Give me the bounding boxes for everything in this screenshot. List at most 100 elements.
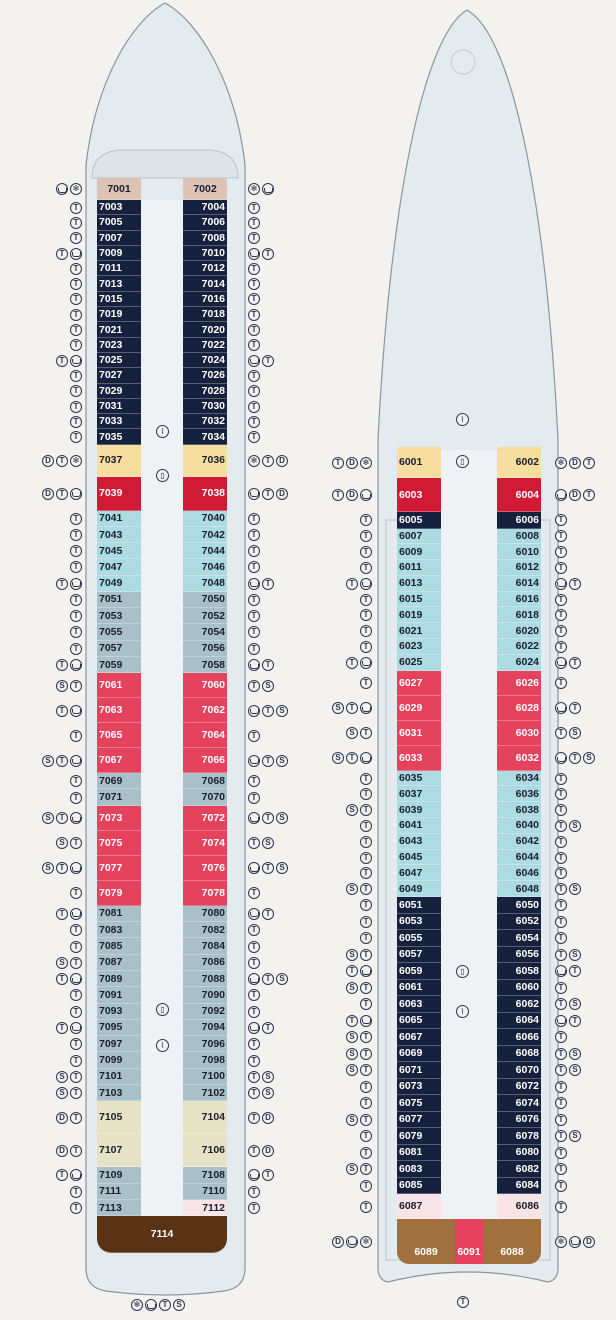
cabin-7032[interactable]: 7032: [183, 414, 227, 430]
cabin-6055[interactable]: 6055: [397, 930, 441, 947]
cabin-6032[interactable]: 6032: [497, 745, 541, 771]
cabin-6069[interactable]: 6069: [397, 1045, 441, 1063]
cabin-7025[interactable]: 7025: [97, 352, 141, 369]
cabin-6029[interactable]: 6029: [397, 695, 441, 721]
cabin-7092[interactable]: 7092: [183, 1003, 227, 1020]
cabin-7108[interactable]: 7108: [183, 1167, 227, 1184]
cabin-6068[interactable]: 6068: [497, 1045, 541, 1063]
cabin-6044[interactable]: 6044: [497, 849, 541, 866]
cabin-6031[interactable]: 6031: [397, 720, 441, 746]
cabin-6078[interactable]: 6078: [497, 1128, 541, 1145]
cabin-6007[interactable]: 6007: [397, 528, 441, 545]
cabin-7049[interactable]: 7049: [97, 575, 141, 592]
cabin-7041[interactable]: 7041: [97, 510, 141, 527]
cabin-7067[interactable]: 7067: [97, 748, 141, 774]
cabin-7001[interactable]: 7001: [97, 178, 141, 200]
cabin-7087[interactable]: 7087: [97, 954, 141, 971]
cabin-6038[interactable]: 6038: [497, 802, 541, 819]
cabin-7018[interactable]: 7018: [183, 307, 227, 323]
cabin-7003[interactable]: 7003: [97, 200, 141, 216]
cabin-7077[interactable]: 7077: [97, 855, 141, 881]
cabin-6067[interactable]: 6067: [397, 1029, 441, 1046]
cabin-7110[interactable]: 7110: [183, 1183, 227, 1200]
cabin-7073[interactable]: 7073: [97, 805, 141, 831]
cabin-7016[interactable]: 7016: [183, 291, 227, 308]
cabin-7053[interactable]: 7053: [97, 607, 141, 625]
cabin-7072[interactable]: 7072: [183, 805, 227, 831]
cabin-7094[interactable]: 7094: [183, 1019, 227, 1037]
cabin-7109[interactable]: 7109: [97, 1167, 141, 1184]
cabin-7047[interactable]: 7047: [97, 559, 141, 576]
cabin-7029[interactable]: 7029: [97, 383, 141, 399]
cabin-7039[interactable]: 7039: [97, 476, 141, 511]
cabin-6018[interactable]: 6018: [497, 607, 541, 624]
cabin-7107[interactable]: 7107: [97, 1134, 141, 1168]
cabin-6004[interactable]: 6004: [497, 478, 541, 512]
cabin-6040[interactable]: 6040: [497, 818, 541, 834]
cabin-6006[interactable]: 6006: [497, 512, 541, 529]
cabin-7069[interactable]: 7069: [97, 773, 141, 790]
cabin-6091[interactable]: 6091: [455, 1219, 483, 1265]
cabin-7066[interactable]: 7066: [183, 748, 227, 774]
cabin-7063[interactable]: 7063: [97, 698, 141, 724]
cabin-7055[interactable]: 7055: [97, 624, 141, 641]
cabin-7036[interactable]: 7036: [183, 444, 227, 477]
cabin-7056[interactable]: 7056: [183, 640, 227, 657]
cabin-7079[interactable]: 7079: [97, 880, 141, 906]
cabin-6042[interactable]: 6042: [497, 833, 541, 850]
cabin-7031[interactable]: 7031: [97, 398, 141, 415]
cabin-7013[interactable]: 7013: [97, 276, 141, 292]
cabin-7030[interactable]: 7030: [183, 398, 227, 415]
cabin-7068[interactable]: 7068: [183, 773, 227, 790]
cabin-6012[interactable]: 6012: [497, 560, 541, 576]
cabin-7064[interactable]: 7064: [183, 723, 227, 749]
cabin-6058[interactable]: 6058: [497, 963, 541, 980]
cabin-7078[interactable]: 7078: [183, 880, 227, 906]
cabin-7021[interactable]: 7021: [97, 322, 141, 338]
cabin-6081[interactable]: 6081: [397, 1144, 441, 1162]
cabin-7054[interactable]: 7054: [183, 624, 227, 641]
cabin-7042[interactable]: 7042: [183, 526, 227, 544]
cabin-6001[interactable]: 6001: [397, 447, 441, 478]
cabin-7026[interactable]: 7026: [183, 368, 227, 384]
cabin-6057[interactable]: 6057: [397, 946, 441, 964]
cabin-7028[interactable]: 7028: [183, 383, 227, 399]
cabin-6084[interactable]: 6084: [497, 1177, 541, 1195]
cabin-7024[interactable]: 7024: [183, 352, 227, 369]
cabin-7006[interactable]: 7006: [183, 215, 227, 231]
cabin-7014[interactable]: 7014: [183, 276, 227, 292]
cabin-6020[interactable]: 6020: [497, 623, 541, 640]
cabin-6028[interactable]: 6028: [497, 695, 541, 721]
cabin-7004[interactable]: 7004: [183, 200, 227, 216]
cabin-7009[interactable]: 7009: [97, 245, 141, 262]
cabin-7074[interactable]: 7074: [183, 830, 227, 856]
cabin-6013[interactable]: 6013: [397, 575, 441, 592]
cabin-7111[interactable]: 7111: [97, 1183, 141, 1200]
cabin-7023[interactable]: 7023: [97, 337, 141, 353]
cabin-7093[interactable]: 7093: [97, 1003, 141, 1020]
cabin-7084[interactable]: 7084: [183, 938, 227, 955]
cabin-7048[interactable]: 7048: [183, 575, 227, 592]
cabin-6060[interactable]: 6060: [497, 979, 541, 997]
cabin-7083[interactable]: 7083: [97, 922, 141, 939]
cabin-7101[interactable]: 7101: [97, 1068, 141, 1086]
cabin-7046[interactable]: 7046: [183, 559, 227, 576]
cabin-7085[interactable]: 7085: [97, 938, 141, 955]
cabin-6065[interactable]: 6065: [397, 1012, 441, 1030]
cabin-7027[interactable]: 7027: [97, 368, 141, 384]
cabin-7102[interactable]: 7102: [183, 1085, 227, 1102]
cabin-6015[interactable]: 6015: [397, 591, 441, 608]
cabin-6075[interactable]: 6075: [397, 1095, 441, 1112]
cabin-7022[interactable]: 7022: [183, 337, 227, 353]
cabin-7008[interactable]: 7008: [183, 230, 227, 246]
cabin-7020[interactable]: 7020: [183, 322, 227, 338]
cabin-7010[interactable]: 7010: [183, 245, 227, 262]
cabin-6014[interactable]: 6014: [497, 575, 541, 592]
cabin-7052[interactable]: 7052: [183, 607, 227, 625]
cabin-7035[interactable]: 7035: [97, 429, 141, 445]
cabin-6073[interactable]: 6073: [397, 1078, 441, 1096]
cabin-6074[interactable]: 6074: [497, 1095, 541, 1112]
cabin-6024[interactable]: 6024: [497, 654, 541, 671]
cabin-6088[interactable]: 6088: [483, 1219, 541, 1265]
cabin-7037[interactable]: 7037: [97, 444, 141, 477]
